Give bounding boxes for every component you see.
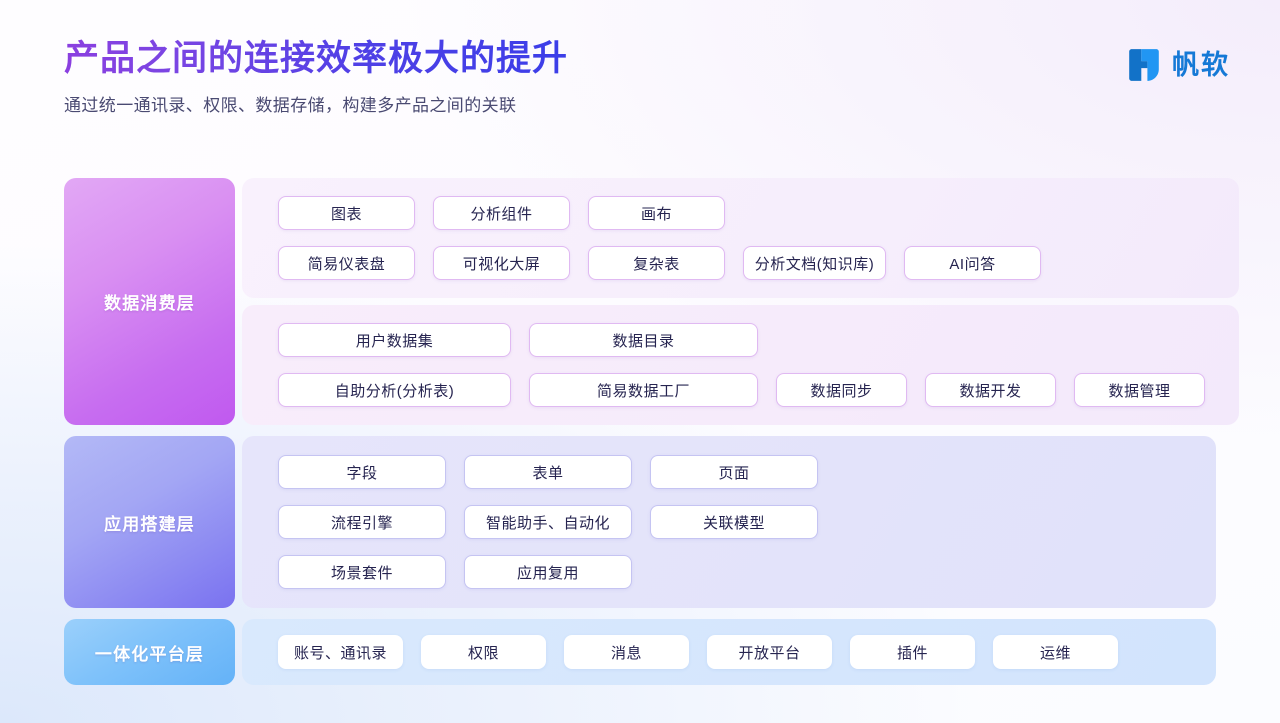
chip-item[interactable]: 开放平台 [707, 635, 832, 669]
chip-item[interactable]: AI问答 [904, 246, 1041, 280]
fanruan-logo-icon [1129, 49, 1159, 81]
tier-app-building: 应用搭建层 字段 表单 页面 流程引擎 智能助手、自动化 关联模型 场景套件 [64, 436, 1216, 608]
chip-item[interactable]: 数据管理 [1074, 373, 1205, 407]
tier-body-app-building: 字段 表单 页面 流程引擎 智能助手、自动化 关联模型 场景套件 应用复用 [242, 436, 1216, 608]
chip-item[interactable]: 权限 [421, 635, 546, 669]
chip-row: 字段 表单 页面 [278, 455, 1182, 489]
chip-row: 简易仪表盘 可视化大屏 复杂表 分析文档(知识库) AI问答 [278, 246, 1205, 280]
chip-row: 图表 分析组件 画布 [278, 196, 1205, 230]
panel-app-building: 字段 表单 页面 流程引擎 智能助手、自动化 关联模型 场景套件 应用复用 [242, 436, 1216, 608]
chip-item[interactable]: 数据目录 [529, 323, 758, 357]
tier-body-data-consumption: 图表 分析组件 画布 简易仪表盘 可视化大屏 复杂表 分析文档(知识库) AI问… [242, 178, 1239, 425]
chip-item[interactable]: 页面 [650, 455, 818, 489]
chip-item[interactable]: 消息 [564, 635, 689, 669]
header: 产品之间的连接效率极大的提升 通过统一通讯录、权限、数据存储，构建多产品之间的关… [64, 36, 1230, 132]
chip-item[interactable]: 简易仪表盘 [278, 246, 415, 280]
chip-item[interactable]: 账号、通讯录 [278, 635, 403, 669]
brand-logo: 帆软 [1125, 46, 1230, 84]
chip-item[interactable]: 分析文档(知识库) [743, 246, 886, 280]
tier-unified-platform: 一体化平台层 账号、通讯录 权限 消息 开放平台 插件 运维 [64, 619, 1216, 685]
panel-unified-platform: 账号、通讯录 权限 消息 开放平台 插件 运维 [242, 619, 1216, 685]
chip-item[interactable]: 可视化大屏 [433, 246, 570, 280]
chip-item[interactable]: 画布 [588, 196, 725, 230]
chip-item[interactable]: 流程引擎 [278, 505, 446, 539]
chip-item[interactable]: 数据开发 [925, 373, 1056, 407]
chip-item[interactable]: 分析组件 [433, 196, 570, 230]
panel-consumption-data: 用户数据集 数据目录 自助分析(分析表) 简易数据工厂 数据同步 数据开发 数据… [242, 305, 1239, 425]
architecture-diagram: 数据消费层 图表 分析组件 画布 简易仪表盘 可视化大屏 复杂表 分析文档(知识… [64, 178, 1239, 685]
panel-consumption-apps: 图表 分析组件 画布 简易仪表盘 可视化大屏 复杂表 分析文档(知识库) AI问… [242, 178, 1239, 298]
chip-row: 账号、通讯录 权限 消息 开放平台 插件 运维 [278, 635, 1182, 669]
page-subtitle: 通过统一通讯录、权限、数据存储，构建多产品之间的关联 [64, 96, 517, 115]
chip-item[interactable]: 复杂表 [588, 246, 725, 280]
chip-row: 场景套件 应用复用 [278, 555, 1182, 589]
chip-item[interactable]: 插件 [850, 635, 975, 669]
chip-item[interactable]: 场景套件 [278, 555, 446, 589]
chip-item[interactable]: 用户数据集 [278, 323, 511, 357]
tier-label-data-consumption[interactable]: 数据消费层 [64, 178, 235, 425]
tier-label-app-building[interactable]: 应用搭建层 [64, 436, 235, 608]
chip-item[interactable]: 运维 [993, 635, 1118, 669]
chip-item[interactable]: 智能助手、自动化 [464, 505, 632, 539]
chip-item[interactable]: 字段 [278, 455, 446, 489]
chip-item[interactable]: 自助分析(分析表) [278, 373, 511, 407]
page-title: 产品之间的连接效率极大的提升 [64, 36, 568, 82]
tier-label-unified-platform[interactable]: 一体化平台层 [64, 619, 235, 685]
chip-item[interactable]: 简易数据工厂 [529, 373, 758, 407]
chip-item[interactable]: 图表 [278, 196, 415, 230]
brand-name: 帆软 [1172, 50, 1230, 80]
chip-item[interactable]: 关联模型 [650, 505, 818, 539]
chip-item[interactable]: 应用复用 [464, 555, 632, 589]
tier-data-consumption: 数据消费层 图表 分析组件 画布 简易仪表盘 可视化大屏 复杂表 分析文档(知识… [64, 178, 1239, 425]
chip-row: 流程引擎 智能助手、自动化 关联模型 [278, 505, 1182, 539]
tier-body-unified-platform: 账号、通讯录 权限 消息 开放平台 插件 运维 [242, 619, 1216, 685]
chip-item[interactable]: 数据同步 [776, 373, 907, 407]
chip-item[interactable]: 表单 [464, 455, 632, 489]
chip-row: 自助分析(分析表) 简易数据工厂 数据同步 数据开发 数据管理 [278, 373, 1205, 407]
chip-row: 用户数据集 数据目录 [278, 323, 1205, 357]
